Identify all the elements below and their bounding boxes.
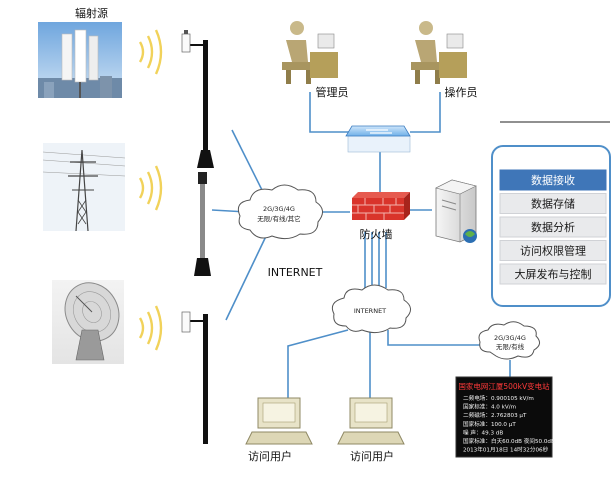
server-menu-item: 访问权限管理: [520, 244, 586, 258]
operator-label: 操作员: [445, 85, 478, 99]
server-icon: [435, 179, 477, 243]
access-user-right-label: 访问用户: [350, 449, 394, 463]
server-menu-item: 数据接收: [531, 173, 575, 187]
signal-waves: [138, 29, 163, 351]
internet-cloud-label: INTERNET: [354, 307, 386, 315]
broadcast-tower-photo: [38, 22, 122, 98]
monitoring-pole-3: [181, 311, 208, 444]
wireless-cloud-line2: 无限/有线/其它: [257, 214, 300, 223]
satellite-dish-photo: [52, 280, 124, 364]
access-user-right-computer-icon: [337, 397, 405, 445]
link-admin-switch: [309, 92, 350, 133]
mobile-cloud-line1: 2G/3G/4G: [494, 334, 526, 342]
mobile-cloud-line2: 无限/有线: [496, 342, 525, 351]
led-title: 国家电网江厦500kV变电站: [458, 381, 550, 391]
server-menu-item-bg: [499, 240, 607, 261]
firewall-icon: [352, 192, 410, 220]
led-reading-line: 2013年01月18日 14时32分06秒: [463, 446, 549, 454]
connection-lines: [211, 92, 511, 398]
link-cloud-led: [387, 330, 482, 346]
led-reading-line: 国家标准：100.0 μT: [463, 420, 516, 428]
operator-workstation-icon: [411, 21, 467, 84]
led-reading-line: 二频电场：0.900105 kV/m: [463, 394, 534, 402]
firewall-label: 防火墙: [360, 227, 393, 241]
monitoring-pole-1: [181, 30, 214, 168]
link-operator-switch: [410, 92, 441, 133]
server-menu-item-bg: [499, 263, 607, 285]
monitoring-pole-2: [194, 172, 211, 276]
admin-workstation-icon: [282, 21, 338, 84]
led-reading-line: 国家标准：4.0 kV/m: [463, 403, 516, 411]
mobile-cloud: 2G/3G/4G 无限/有线: [478, 321, 540, 360]
led-reading-line: 噪 声：49.3 dB: [463, 428, 503, 436]
admin-label: 管理员: [316, 85, 349, 99]
link-cloud-user-left: [287, 329, 349, 398]
led-reading-line: 二频磁场：2.762803 μT: [463, 411, 527, 419]
access-user-left-computer-icon: [245, 397, 313, 445]
link-pole1-cloud: [231, 129, 266, 197]
led-reading-line: 国家标准：白天60.0dB 夜间50.0dB: [463, 437, 555, 445]
internet-cloud: INTERNET: [331, 284, 411, 334]
server-menu-item: 数据存储: [531, 197, 575, 211]
link-pole3-cloud: [225, 231, 269, 321]
server-menu-item-bg: [499, 216, 607, 238]
sources-title: 辐射源: [75, 6, 108, 20]
access-user-left-label: 访问用户: [248, 449, 292, 463]
network-switch-icon: [345, 125, 411, 153]
led-display-screen: 国家电网江厦500kV变电站 二频电场：0.900105 kV/m国家标准：4.…: [455, 376, 555, 458]
server-menu-item: 大屏发布与控制: [515, 267, 592, 281]
server-menu-item: 数据分析: [531, 220, 575, 234]
wireless-cloud: 2G/3G/4G 无限/有线/其它: [237, 184, 323, 240]
wireless-cloud-line1: 2G/3G/4G: [263, 205, 295, 213]
server-menu-item-bg: [499, 169, 607, 191]
server-menu-item-bg: [499, 193, 607, 214]
internet-label: INTERNET: [268, 266, 323, 279]
power-pylon-photo: [42, 143, 126, 232]
